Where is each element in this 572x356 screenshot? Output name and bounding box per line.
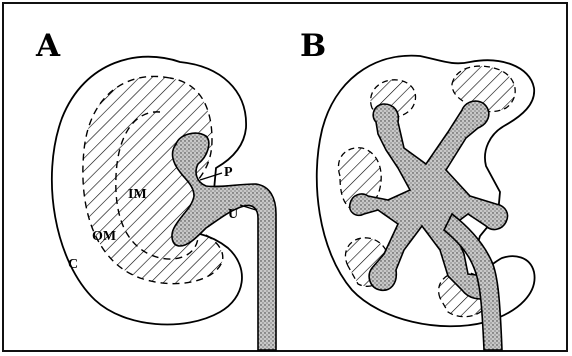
panel-a-letter: A (35, 28, 61, 64)
label-u: U (228, 207, 238, 222)
label-p: P (224, 165, 233, 180)
label-om: OM (92, 229, 116, 244)
panel-b: B (300, 28, 535, 350)
label-im: IM (128, 187, 147, 202)
panel-b-letter: B (300, 28, 326, 64)
label-c: C (68, 257, 78, 272)
panel-a: A IM OM C P U (35, 28, 276, 350)
